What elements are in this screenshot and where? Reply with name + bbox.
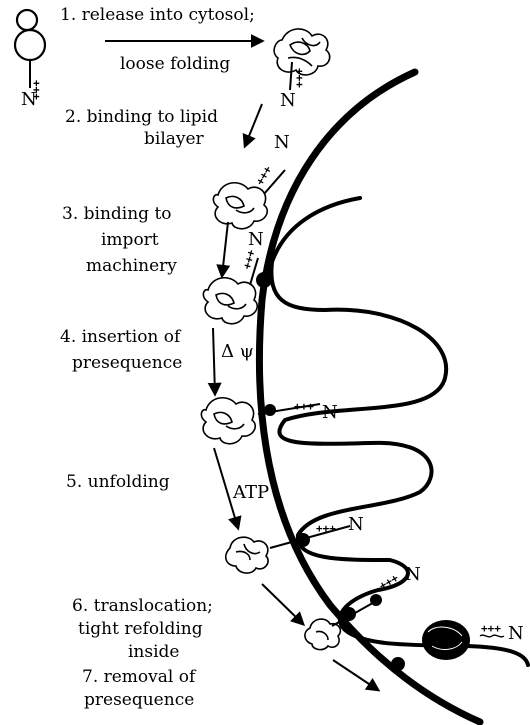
protein-loose-2 <box>213 170 285 229</box>
step-3-sublabel: machinery <box>86 256 177 276</box>
n-terminus-label: N <box>508 623 524 644</box>
inner-membrane-cristae <box>271 198 528 665</box>
import-channel <box>391 657 405 671</box>
charge-marks: +++ <box>293 68 306 88</box>
import-receptor <box>256 272 272 288</box>
arrow-step-4 <box>213 328 215 394</box>
step-7-label: 7. removal of <box>82 667 197 687</box>
n-terminus-label: N <box>248 229 264 250</box>
step-3-sublabel: import <box>101 230 159 250</box>
step-4-label: 4. insertion of <box>60 327 182 347</box>
n-terminus-label: N <box>280 90 296 111</box>
step-1-label: 1. release into cytosol; <box>60 5 255 25</box>
n-terminus-label: N <box>348 514 364 535</box>
import-channel <box>264 404 276 416</box>
charge-marks: +++ <box>377 571 401 592</box>
charge-marks: +++ <box>481 622 501 635</box>
n-terminus-label: N <box>322 402 338 423</box>
cleaved-presequence <box>480 635 504 637</box>
arrow-step-7 <box>333 660 378 690</box>
step-2-sublabel: bilayer <box>144 129 205 149</box>
charge-marks: +++ <box>316 522 336 535</box>
n-terminus-label: N <box>21 89 37 110</box>
processing-peptidase <box>370 594 382 606</box>
arrow-step-6 <box>262 584 303 624</box>
step-3-label: 3. binding to <box>62 204 172 224</box>
step-4-sublabel: presequence <box>72 353 182 373</box>
step-2-label: 2. binding to lipid <box>65 107 218 127</box>
step-7-sublabel: presequence <box>84 690 194 710</box>
arrow-step-2 <box>245 104 262 146</box>
step-6-sublabel: inside <box>128 642 180 662</box>
protein-tight-folded <box>422 620 470 660</box>
step-5-label: 5. unfolding <box>66 472 170 492</box>
import-channel <box>342 607 356 621</box>
charge-marks: +++ <box>294 400 314 413</box>
step-1-sublabel: loose folding <box>120 54 230 74</box>
ribosome <box>15 10 45 88</box>
step-6-label: 6. translocation; <box>72 596 213 616</box>
membrane-potential-label: Δ ψ <box>221 341 254 362</box>
step-6-sublabel: tight refolding <box>78 619 203 639</box>
atp-label: ATP <box>232 482 269 503</box>
import-channel <box>296 533 310 547</box>
arrow-step-3 <box>222 222 228 276</box>
n-terminus-label: N <box>405 564 421 585</box>
n-terminus-label: N <box>274 132 290 153</box>
